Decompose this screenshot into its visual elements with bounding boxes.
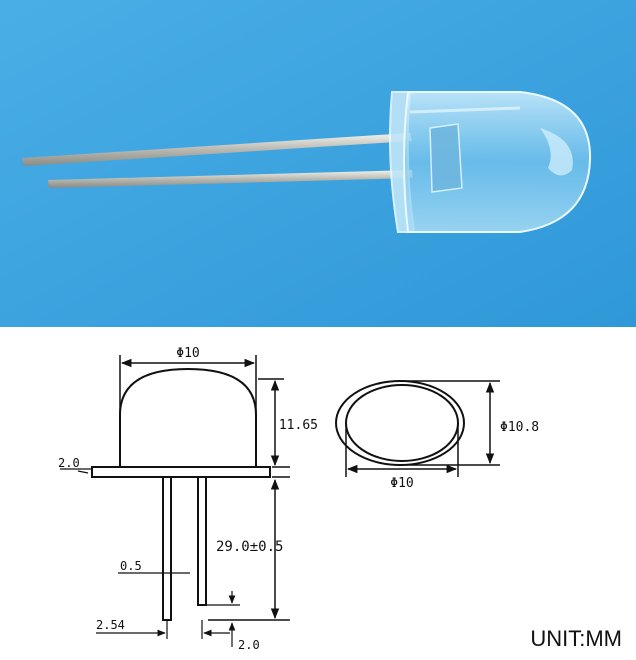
lead-right-outline xyxy=(197,476,207,606)
led-lead-long xyxy=(22,133,412,166)
led-highlight xyxy=(540,128,573,176)
top-inner-lens xyxy=(345,384,459,462)
dim-dome-height: 11.65 xyxy=(279,418,318,433)
dim-flange-thickness: 2.0 xyxy=(58,456,80,470)
unit-label: UNIT:MM xyxy=(530,626,622,651)
dim-lead-length: 29.0±0.5 xyxy=(216,539,283,555)
dimension-drawing: Φ10 11.65 2.0 29.0±0.5 0.5 2.54 2.0 xyxy=(58,346,539,652)
led-lead-short xyxy=(48,170,413,188)
dim-lead-width: 0.5 xyxy=(120,559,142,573)
dim-top-outer-diameter: Φ10.8 xyxy=(500,420,539,435)
lead-left-outline xyxy=(162,476,172,621)
led-dome-outline xyxy=(119,367,257,467)
dim-top-inner-diameter: Φ10 xyxy=(390,476,413,491)
dim-lead-pitch: 2.54 xyxy=(96,618,125,632)
led-photo xyxy=(0,0,636,327)
led-reflector xyxy=(429,123,463,193)
top-view xyxy=(335,380,465,466)
dim-lead-offset: 2.0 xyxy=(238,638,260,652)
led-flange-outline xyxy=(91,466,271,478)
front-view xyxy=(91,367,271,621)
top-outer-ring xyxy=(335,380,465,466)
dim-front-diameter: Φ10 xyxy=(176,346,199,361)
